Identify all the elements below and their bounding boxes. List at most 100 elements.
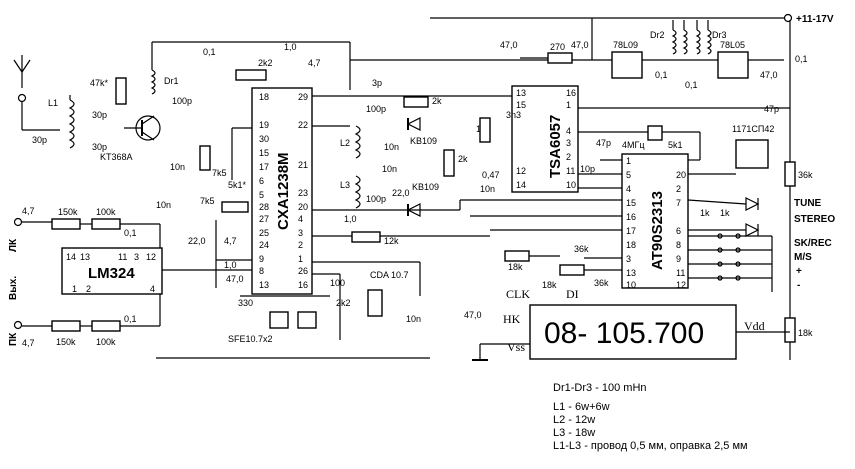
- svg-text:25: 25: [259, 228, 269, 238]
- inductor-l1: [68, 95, 75, 149]
- cxa1238m-label: CXA1238M: [275, 152, 292, 230]
- c4-7-l-label: 4,7: [224, 236, 237, 246]
- lcd-value: 08- 105.700: [544, 317, 704, 350]
- notes-block: Dr1-Dr3 - 100 mHn L1 - 6w+6w L2 - 12w L3…: [553, 382, 748, 453]
- c01-reg-label: 0,1: [655, 70, 668, 80]
- regulator-78l09: [611, 51, 643, 79]
- svg-text:10: 10: [626, 280, 636, 290]
- transistor-label: KT368A: [100, 152, 133, 162]
- c47p-b-label: 47p: [764, 104, 779, 114]
- out-right-label: ПК: [8, 332, 19, 346]
- c22-l-label: 22,0: [188, 236, 206, 246]
- cda-label: CDA 10.7: [370, 270, 409, 280]
- resistor-2k-b: [443, 149, 455, 177]
- svg-text:3: 3: [298, 228, 303, 238]
- c30p-ant-label: 30p: [32, 135, 47, 145]
- c10n-l-label: 10n: [170, 162, 185, 172]
- svg-text:15: 15: [259, 148, 269, 158]
- r36k-c-label: 36k: [594, 278, 609, 288]
- svg-text:9: 9: [259, 254, 264, 264]
- regulator-78l05-label: 78L05: [720, 40, 745, 50]
- svg-text:11: 11: [676, 268, 685, 278]
- out-left-label: ЛК: [8, 238, 19, 252]
- choke-dr1: [150, 42, 156, 95]
- ir-receiver: [735, 139, 769, 169]
- di-label: DI: [566, 287, 579, 301]
- wiring: [22, 95, 791, 360]
- svg-text:12: 12: [676, 280, 686, 290]
- varicap2-label: KB109: [412, 182, 439, 192]
- r5k1s-label: 5k1*: [228, 180, 247, 190]
- chip-at90s2313: [621, 153, 689, 289]
- c01-lm2-label: 0,1: [124, 314, 137, 324]
- c10n-b-label: 10n: [406, 314, 421, 324]
- svg-text:4: 4: [566, 126, 571, 136]
- sfe-label: SFE10.7x2: [228, 334, 273, 344]
- c30p-l1-label: 30p: [92, 110, 107, 120]
- c100p-c-label: 100p: [366, 194, 386, 204]
- c01-lm-label: 0,1: [124, 228, 137, 238]
- svg-text:13: 13: [516, 88, 526, 98]
- power-label: +11-17V: [796, 14, 834, 25]
- svg-text:17: 17: [259, 162, 269, 172]
- c47-top2-label: 47,0: [571, 40, 589, 50]
- dr2-label: Dr2: [650, 30, 665, 40]
- svg-text:24: 24: [259, 240, 269, 250]
- dr3-label: Dr3: [712, 30, 727, 40]
- lcd-hk: HK: [503, 312, 521, 326]
- c47p-a-label: 47p: [596, 138, 611, 148]
- r7k5b-label: 7k5: [200, 196, 215, 206]
- svg-text:12: 12: [146, 252, 156, 262]
- c1-0-r-label: 1,0: [344, 214, 357, 224]
- c10n-v-label: 10n: [384, 142, 399, 152]
- r330-label: 330: [238, 298, 253, 308]
- label-minus: -: [797, 280, 800, 291]
- resistor-12k-b: [479, 117, 491, 143]
- r1k-b-label: 1k: [720, 208, 730, 218]
- c100p-b-label: 100p: [366, 104, 386, 114]
- c30p-l1b-label: 30p: [92, 142, 107, 152]
- label-stereo: STEREO: [794, 214, 835, 225]
- r150k-a-label: 150k: [58, 207, 78, 217]
- c1-0-top-label: 1,0: [284, 42, 297, 52]
- note-line: L1 - 6w+6w: [553, 401, 610, 413]
- svg-text:13: 13: [626, 268, 636, 278]
- svg-text:14: 14: [516, 180, 526, 190]
- svg-text:1: 1: [72, 284, 77, 294]
- r36k-b-label: 36k: [574, 244, 589, 254]
- svg-text:15: 15: [626, 198, 636, 208]
- varicap1-label: KB109: [410, 136, 437, 146]
- resistor-100k-a: [91, 218, 121, 230]
- svg-text:1: 1: [626, 156, 631, 166]
- note-line: L3 - 18w: [553, 427, 596, 439]
- svg-text:22: 22: [298, 120, 308, 130]
- svg-text:6: 6: [676, 226, 681, 236]
- svg-text:2: 2: [566, 152, 571, 162]
- r100k-b-label: 100k: [96, 337, 116, 347]
- svg-text:26: 26: [298, 266, 308, 276]
- transistor-kt368a: [124, 115, 161, 141]
- svg-text:14: 14: [66, 252, 76, 262]
- crystal-label: 4МГц: [622, 140, 645, 150]
- svg-text:20: 20: [676, 170, 686, 180]
- svg-text:27: 27: [259, 214, 269, 224]
- resistor-18k-b: [559, 264, 585, 276]
- ceramic-filter-2: [297, 311, 317, 329]
- chip-lm324: [61, 247, 163, 295]
- resistor-7k5b: [221, 201, 249, 213]
- svg-text:4: 4: [298, 214, 303, 224]
- r2k-b-label: 2k: [458, 154, 468, 164]
- resistor-36k-a: [784, 161, 796, 187]
- svg-text:12: 12: [516, 166, 526, 176]
- resistor-18k-c: [784, 317, 796, 343]
- r150k-b-label: 150k: [56, 337, 76, 347]
- svg-text:29: 29: [298, 92, 308, 102]
- clk-label: CLK: [506, 287, 530, 301]
- c10n-l2-label: 10n: [156, 200, 171, 210]
- svg-text:9: 9: [676, 254, 681, 264]
- svg-text:6: 6: [259, 176, 264, 186]
